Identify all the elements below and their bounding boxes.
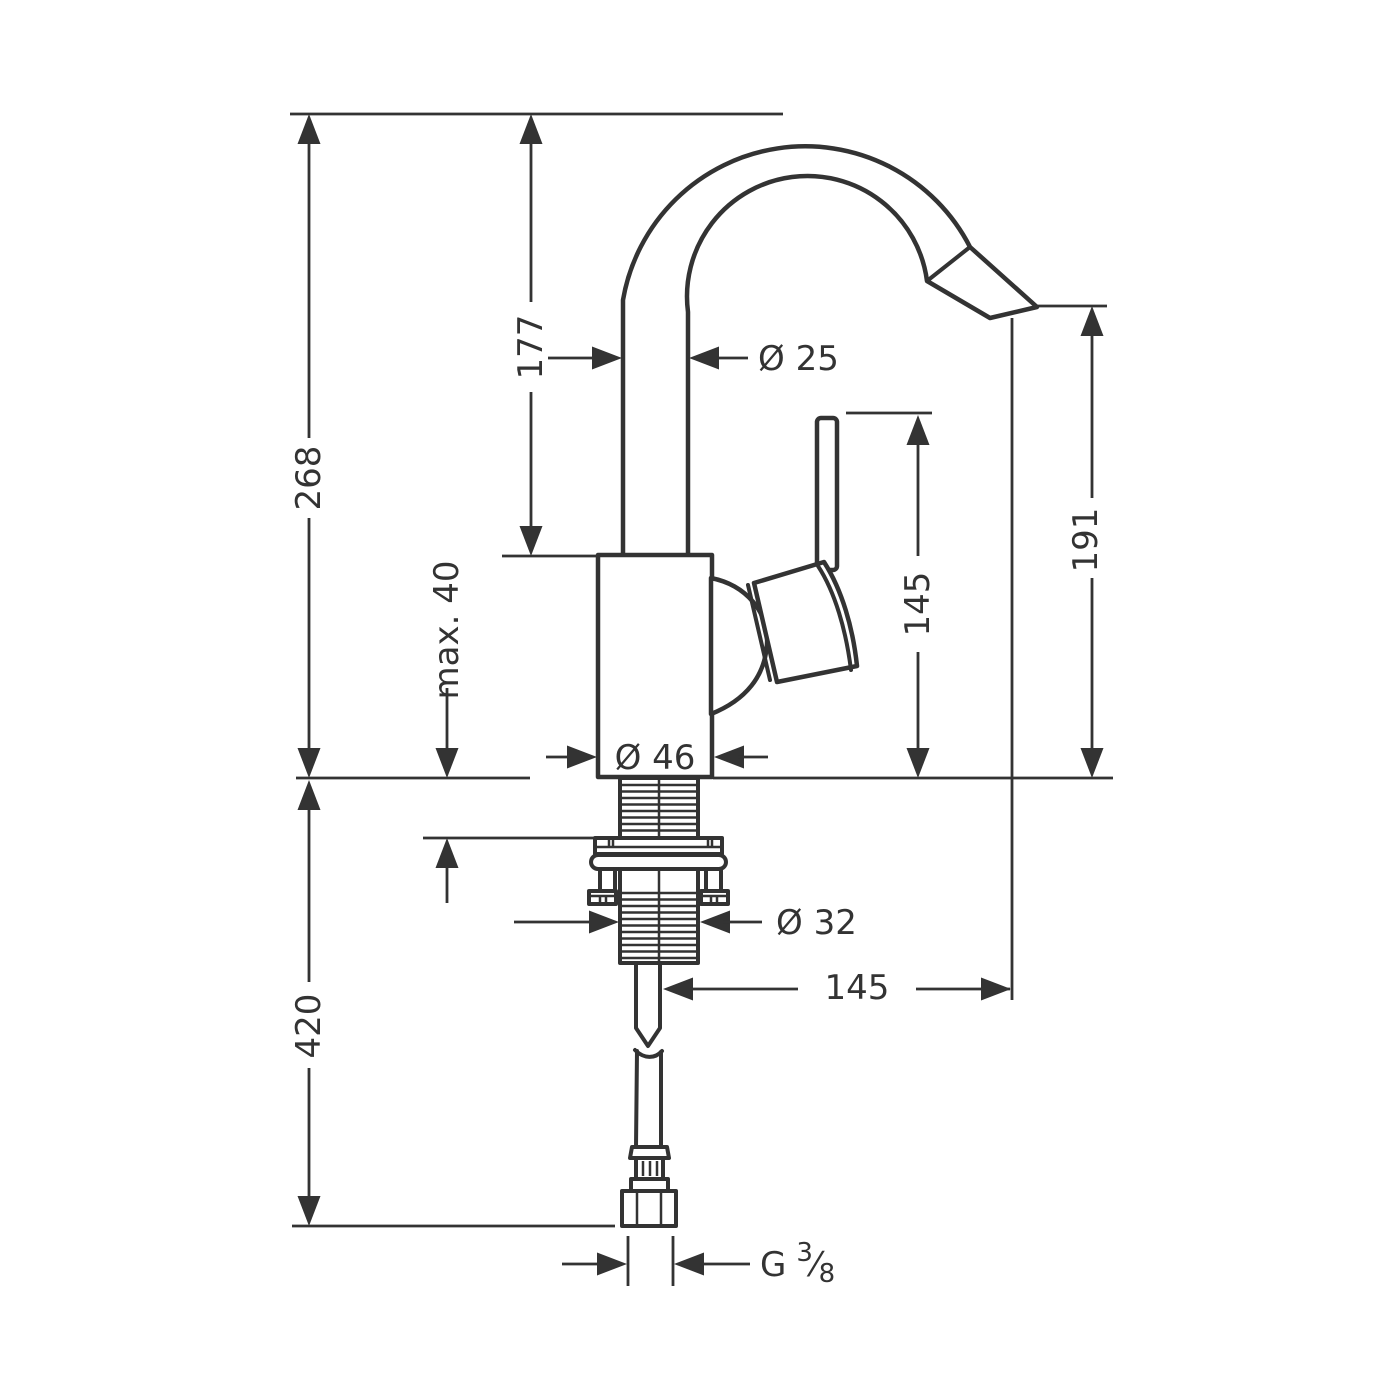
dim-label-body-diameter: Ø 46: [615, 738, 696, 778]
connector-nut: [620, 1189, 678, 1228]
dim-max-mounting-thickness: max. 40: [427, 561, 467, 903]
dim-label-spout-diameter: Ø 25: [758, 339, 839, 379]
arrow-left-icon: [700, 910, 730, 934]
aerator-seam-line: [925, 245, 972, 283]
hose-break-symbol: [633, 1048, 664, 1059]
dim-spout-reach: 145: [663, 968, 1011, 1008]
arrow-right-icon: [597, 1252, 627, 1276]
dim-label-spout-reach: 145: [825, 968, 890, 1008]
dim-body-diameter: Ø 46: [546, 738, 768, 778]
stabilizer-washer: [589, 853, 728, 871]
arrow-up-icon: [297, 114, 321, 144]
arrow-left-icon: [689, 346, 719, 370]
arrow-up-icon: [435, 838, 459, 868]
arrow-left-icon: [674, 1252, 704, 1276]
clamp-foot-right: [699, 889, 730, 906]
dim-label-shank-diameter: Ø 32: [776, 903, 857, 943]
dim-spout-diameter: Ø 25: [548, 339, 839, 379]
dim-label-hose-length: 420: [289, 994, 329, 1059]
dim-outlet-height: 191: [1066, 306, 1106, 778]
arrow-up-icon: [519, 114, 543, 144]
dim-hose-length: 420: [289, 780, 329, 1226]
arrow-right-icon: [589, 910, 619, 934]
arrow-right-icon: [592, 346, 622, 370]
arrow-left-icon: [714, 745, 744, 769]
spout-pipe: [620, 144, 1040, 559]
arrow-up-icon: [906, 415, 930, 445]
clamp-legs: [598, 867, 723, 893]
arrow-down-icon: [519, 526, 543, 556]
thread-numerator: 3: [796, 1238, 813, 1268]
faucet-outline: [587, 144, 1040, 1228]
arrow-up-icon: [297, 780, 321, 810]
supply-hose-upper: [634, 961, 662, 1048]
flange-screw-marks: [607, 840, 714, 846]
dim-label-outlet-height: 191: [1066, 508, 1106, 573]
arrow-down-icon: [435, 748, 459, 778]
connector-collar: [628, 1145, 671, 1160]
dim-spout-height: 177: [511, 114, 551, 556]
arrow-down-icon: [297, 748, 321, 778]
dim-handle-height: 145: [846, 411, 938, 778]
handle-cap-seam: [816, 564, 853, 672]
dim-shank-diameter: Ø 32: [514, 903, 857, 943]
arrow-down-icon: [1080, 748, 1104, 778]
handle-joint-seam: [746, 583, 772, 682]
arrow-down-icon: [906, 748, 930, 778]
dim-label-max-mounting-thickness: max. 40: [427, 561, 467, 700]
arrow-up-icon: [1080, 306, 1104, 336]
dim-label-spout-height: 177: [511, 315, 551, 380]
thread-prefix: G: [760, 1245, 786, 1285]
supply-hose-lower: [634, 1049, 663, 1149]
arrow-right-icon: [981, 977, 1011, 1001]
dim-label-overall-height: 268: [289, 446, 329, 511]
arrow-left-icon: [663, 977, 693, 1001]
arrow-right-icon: [567, 745, 597, 769]
connector-cage-bars: [641, 1161, 659, 1176]
clamp-foot-right-slot: [701, 894, 728, 904]
dim-label-handle-height: 145: [898, 572, 938, 637]
arrow-down-icon: [297, 1196, 321, 1226]
dim-overall-height: 268: [289, 114, 329, 778]
clamp-foot-left-slot: [589, 894, 616, 904]
clamp-foot-left: [587, 889, 618, 906]
thread-denominator: 8: [819, 1259, 836, 1289]
handle-rod: [814, 415, 840, 573]
connector-nut-flats: [635, 1191, 663, 1226]
extension-lines: [290, 112, 1113, 1286]
